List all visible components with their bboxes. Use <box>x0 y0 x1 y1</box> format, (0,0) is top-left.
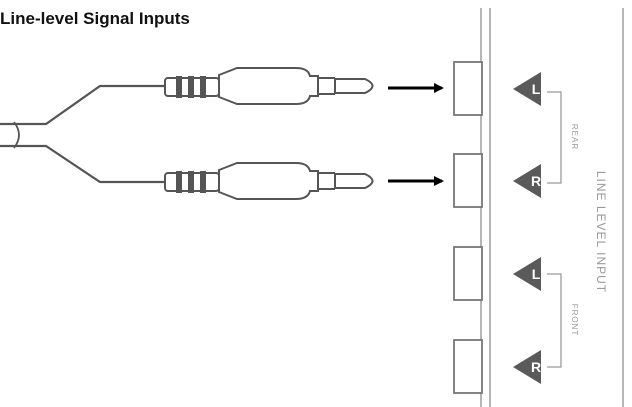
channel-badge-4: R <box>513 350 541 384</box>
channel-letter: R <box>531 173 541 189</box>
channel-letter: L <box>532 81 541 97</box>
channel-letter: R <box>531 359 541 375</box>
jack-slot-rear-l <box>453 61 483 116</box>
jack-slot-rear-r <box>453 153 483 208</box>
front-label: FRONT <box>570 304 579 337</box>
jack-slots <box>453 61 483 394</box>
channel-badge-3: L <box>513 257 541 291</box>
rca-plug-top <box>164 67 374 105</box>
line-level-input-label: LINE LEVEL INPUT <box>594 171 608 293</box>
channel-badge-2: R <box>513 164 541 198</box>
diagram-title: Line-level Signal Inputs <box>0 9 190 28</box>
jack-slot-front-r <box>453 339 483 394</box>
y-split-cable <box>0 84 165 184</box>
rear-label: REAR <box>570 124 579 150</box>
channel-badge-1: L <box>513 72 541 106</box>
channel-letter: L <box>532 266 541 282</box>
rear-bracket <box>547 91 562 184</box>
rca-plug-bottom <box>164 162 374 200</box>
front-bracket <box>547 273 562 368</box>
jack-slot-front-l <box>453 246 483 301</box>
